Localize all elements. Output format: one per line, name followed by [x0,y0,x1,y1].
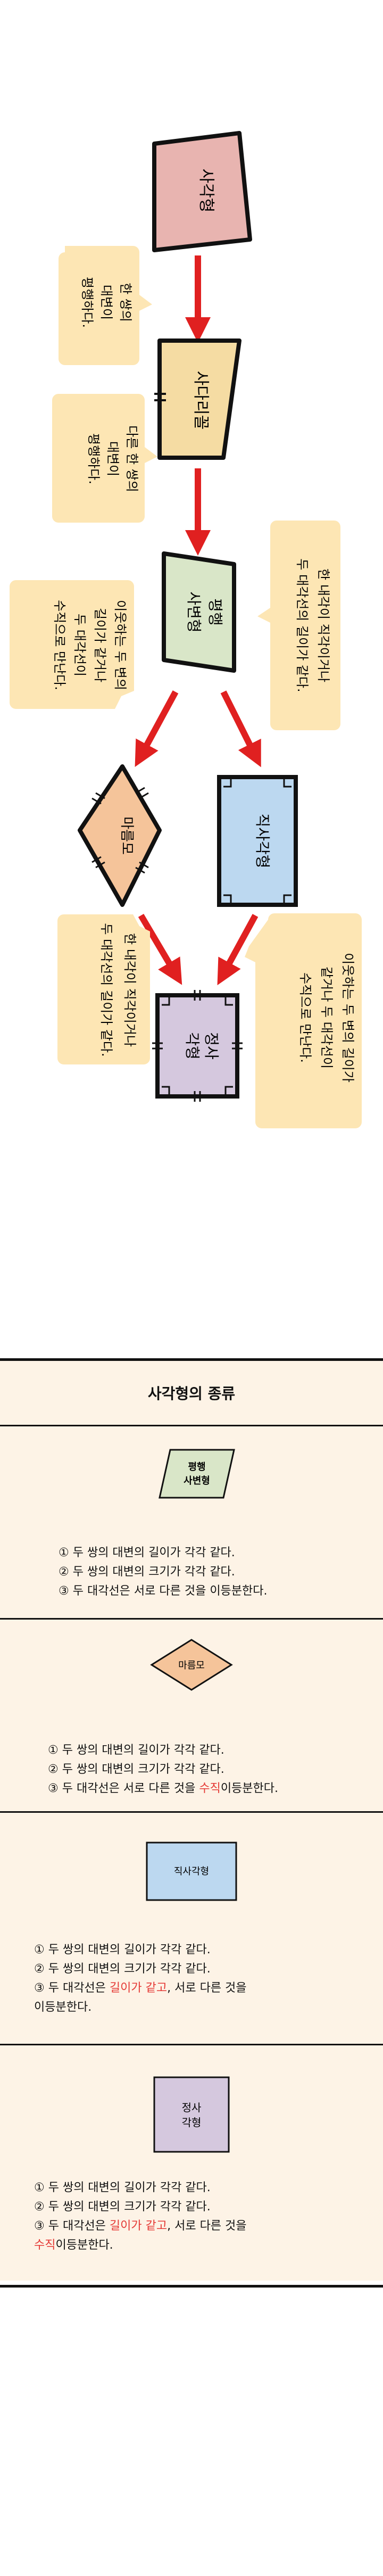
square-node: 정사 각형 [152,990,243,1102]
property-text: ③ 두 대각선은 서로 다른 것을 이등분한다. [59,1584,268,1598]
property-line: ① 두 쌍의 대변의 길이가 각각 같다. [48,1741,278,1760]
property-line: ② 두 쌍의 대변의 크기가 각각 같다. [34,1960,247,1979]
table-row-parallelogram: 평행 사변형 ① 두 쌍의 대변의 길이가 각각 같다. ② 두 쌍의 대변의 크… [0,1426,383,1620]
callout-rectangle-to-square: 이웃하는 두 변의 길이가 같거나 두 대각선이 수직으로 만난다. [245,913,362,1128]
property-text: 이등분한다. [55,2239,113,2252]
arrow-rhombus-to-square [138,913,182,985]
quadrilateral-label: 사각형 [197,169,215,213]
property-line: ③ 두 대각선은 서로 다른 것을 수직이등분한다. [48,1779,278,1798]
arrow-parallelogram-to-rectangle [220,690,261,767]
callout-other-pair-line-2: 대변이 [105,441,120,476]
callout-to-rhombus-line-1: 이웃하는 두 변의 [113,600,128,690]
property-line: ① 두 쌍의 대변의 길이가 각각 같다. [59,1543,268,1563]
arrow-parallelogram-to-rhombus [135,690,179,767]
property-line: ① 두 쌍의 대변의 길이가 각각 같다. [34,1941,247,1960]
property-text: ② 두 쌍의 대변의 크기가 각각 같다. [34,2200,211,2214]
callout-one-pair-line-3: 평행하다. [80,277,95,328]
callout-rectangle-to-square-line-2: 같거나 두 대각선이 [319,967,334,1069]
callout-rhombus-to-square-line-1: 한 내각이 직각이거나 [122,933,137,1047]
quadrilateral-types-table: 사각형의 종류 평행 사변형 ① 두 쌍의 대변의 길이가 각각 같다. ② 두 … [0,1358,383,2288]
property-text: ③ 두 대각선은 [34,1981,110,1995]
rectangle-label: 직사각형 [254,813,271,868]
square-icon-label-1: 정사 [182,2101,202,2114]
table-row-rhombus: 마름모 ① 두 쌍의 대변의 길이가 각각 같다. ② 두 쌍의 대변의 크기가 … [0,1620,383,1813]
rectangle-icon: 직사각형 [146,1842,237,1901]
table-title: 사각형의 종류 [147,1385,236,1402]
property-text: ③ 두 대각선은 [34,2219,110,2233]
property-highlight: 길이가 같고 [109,2219,168,2233]
property-highlight: 길이가 같고 [109,1981,168,1995]
property-text: ② 두 쌍의 대변의 크기가 각각 같다. [34,1962,211,1976]
rhombus-icon: 마름모 [150,1639,233,1691]
property-text: ② 두 쌍의 대변의 크기가 각각 같다. [48,1763,224,1776]
rectangle-properties: ① 두 쌍의 대변의 길이가 각각 같다. ② 두 쌍의 대변의 크기가 각각 같… [34,1941,247,2017]
property-text: ① 두 쌍의 대변의 길이가 각각 같다. [34,2181,211,2194]
property-text: ① 두 쌍의 대변의 길이가 각각 같다. [59,1546,235,1559]
table-row-rectangle: 직사각형 ① 두 쌍의 대변의 길이가 각각 같다. ② 두 쌍의 대변의 크기가… [0,1813,383,2045]
parallelogram-icon-label-2: 사변형 [184,1475,210,1487]
callout-to-rectangle: 한 내각이 직각이거나 두 대각선의 길이가 같다. [257,521,340,730]
callout-one-pair-line-2: 대변이 [99,285,114,320]
property-highlight: 수직 [199,1782,221,1795]
rectangle-icon-label: 직사각형 [174,1866,209,1877]
property-text: , 서로 다른 것을 [167,1981,247,1995]
callout-other-pair-line-1: 다른 한 쌍의 [124,425,139,492]
flow-diagram: 사각형 사다리꼴 평행 사변형 마름모 직사각형 [10,131,362,1128]
property-text: ① 두 쌍의 대변의 길이가 각각 같다. [48,1744,224,1757]
parallelogram-label-2: 사변형 [185,591,203,632]
rhombus-label: 마름모 [119,816,135,855]
property-text: 이등분한다. [220,1782,279,1795]
square-properties: ① 두 쌍의 대변의 길이가 각각 같다. ② 두 쌍의 대변의 크기가 각각 같… [34,2178,247,2255]
property-text: , 서로 다른 것을 [167,2219,247,2233]
callout-to-rectangle-line-1: 한 내각이 직각이거나 [316,568,331,682]
property-line: ③ 두 대각선은 서로 다른 것을 이등분한다. [59,1582,268,1601]
square-icon: 정사 각형 [153,2076,230,2153]
callout-other-pair: 다른 한 쌍의 대변이 평행하다. [52,394,157,523]
callout-to-rhombus: 이웃하는 두 변의 길이가 같거나 두 대각선이 수직으로 만난다. [10,580,134,709]
callout-to-rhombus-line-2: 길이가 같거나 [93,608,107,682]
callout-to-rhombus-line-4: 수직으로 만난다. [52,600,67,690]
callout-rhombus-to-square-line-2: 두 대각선의 길이가 같다. [99,923,114,1056]
property-line: ③ 두 대각선은 길이가 같고, 서로 다른 것을 [34,1979,247,1998]
callout-rectangle-to-square-line-1: 이웃하는 두 변의 길이가 [340,953,355,1083]
trapezoid-node: 사다리꼴 [154,338,242,460]
rhombus-icon-label: 마름모 [178,1660,205,1671]
rhombus-properties: ① 두 쌍의 대변의 길이가 각각 같다. ② 두 쌍의 대변의 크기가 각각 같… [48,1741,278,1798]
parallelogram-icon: 평행 사변형 [159,1449,235,1499]
property-line: ① 두 쌍의 대변의 길이가 각각 같다. [34,2178,247,2198]
property-text: ① 두 쌍의 대변의 길이가 각각 같다. [34,1943,211,1956]
property-text: ② 두 쌍의 대변의 크기가 각각 같다. [59,1565,235,1579]
rhombus-node: 마름모 [78,764,162,907]
callout-other-pair-line-3: 평행하다. [86,433,101,484]
arrow-rectangle-to-square [217,914,259,986]
table-header: 사각형의 종류 [0,1361,383,1426]
rectangle-node: 직사각형 [217,775,298,907]
quadrilateral-node: 사각형 [152,131,252,252]
callout-to-rhombus-line-3: 두 대각선이 [72,614,87,676]
flow-arrows [135,255,261,986]
square-label-1: 정사 [203,1032,220,1060]
square-label-2: 각형 [184,1032,201,1060]
property-line: 수직이등분한다. [34,2236,247,2255]
property-line: ③ 두 대각선은 길이가 같고, 서로 다른 것을 [34,2217,247,2236]
parallelogram-properties: ① 두 쌍의 대변의 길이가 각각 같다. ② 두 쌍의 대변의 크기가 각각 같… [59,1543,268,1601]
callout-rhombus-to-square: 한 내각이 직각이거나 두 대각선의 길이가 같다. [57,914,150,1064]
parallelogram-label-1: 평행 [206,598,224,626]
property-text: ③ 두 대각선은 서로 다른 것을 [48,1782,199,1795]
callout-rectangle-to-square-line-3: 수직으로 만난다. [298,972,313,1063]
callout-to-rectangle-line-2: 두 대각선의 길이가 같다. [295,558,310,692]
property-line: 이등분한다. [34,1998,247,2017]
parallelogram-icon-label-1: 평행 [188,1462,205,1473]
trapezoid-label: 사다리꼴 [192,371,210,430]
property-line: ② 두 쌍의 대변의 크기가 각각 같다. [59,1563,268,1582]
table-row-square: 정사 각형 ① 두 쌍의 대변의 길이가 각각 같다. ② 두 쌍의 대변의 크기… [0,2045,383,2281]
property-highlight: 수직 [34,2239,56,2252]
property-line: ② 두 쌍의 대변의 크기가 각각 같다. [34,2198,247,2217]
property-line: ② 두 쌍의 대변의 크기가 각각 같다. [48,1760,278,1779]
square-icon-label-2: 각형 [182,2116,202,2129]
property-text: 이등분한다. [34,2001,92,2014]
callout-one-pair-line-1: 한 쌍의 [118,283,133,322]
parallelogram-node: 평행 사변형 [162,551,236,673]
callout-one-pair: 한 쌍의 대변이 평행하다. [59,246,152,365]
